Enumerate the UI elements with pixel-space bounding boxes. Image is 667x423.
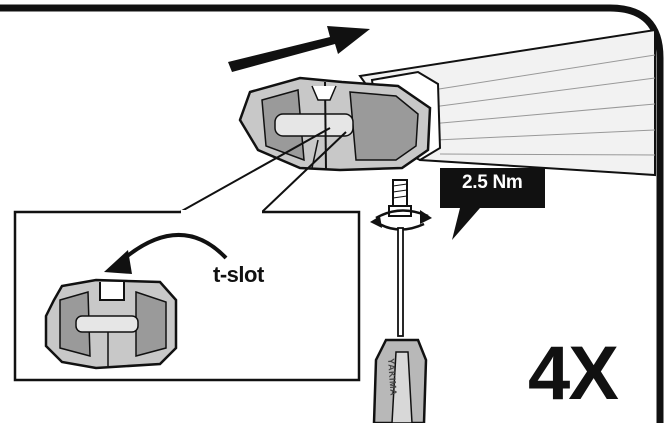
callout-lines — [179, 127, 347, 213]
curved-arrow-icon — [104, 233, 228, 274]
frame-border — [0, 4, 664, 423]
inset-end-cap — [44, 278, 178, 370]
torque-label: 2.5 Nm — [462, 172, 523, 193]
end-cap — [238, 76, 432, 172]
screwdriver — [372, 227, 428, 423]
torque-callout — [440, 168, 545, 240]
t-slot-label: t-slot — [213, 262, 264, 287]
quantity-label: 4X — [528, 331, 619, 416]
direction-arrow-icon — [228, 26, 370, 72]
